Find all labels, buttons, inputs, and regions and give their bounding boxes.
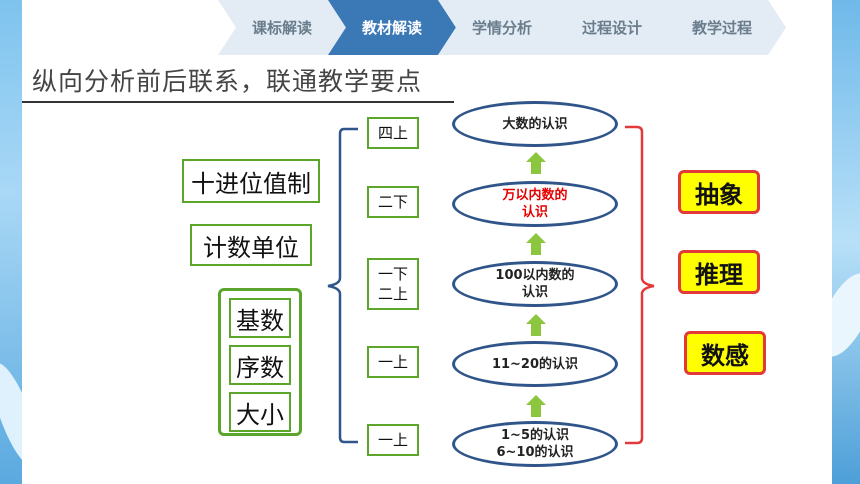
- grade-box-g1-first-a: 一上: [367, 346, 419, 378]
- up-arrow-icon: [526, 314, 546, 336]
- grade-label: 一上: [377, 431, 408, 449]
- grade-label: 二上: [377, 285, 408, 303]
- grade-box-g2-second: 二下: [367, 186, 419, 218]
- counting-unit-box: 计数单位: [190, 224, 312, 266]
- left-decorative-border: [0, 0, 22, 484]
- cardinal-box: 基数: [229, 298, 291, 338]
- size-box: 大小: [229, 392, 291, 432]
- stage-label: 大数的认识: [502, 116, 568, 132]
- grade-label: 一上: [377, 353, 408, 371]
- grade-label: 一下: [377, 265, 408, 283]
- up-arrow-icon: [526, 152, 546, 174]
- title-underline: [22, 101, 454, 103]
- tab-textbook-analysis[interactable]: 教材解读: [328, 0, 456, 55]
- number-meaning-group: [218, 288, 302, 436]
- competency-abstraction: 抽象: [678, 170, 760, 214]
- slide-canvas: 课标解读 教材解读 学情分析 过程设计 教学过程 纵向分析前后联系，联通教学要点…: [22, 0, 832, 484]
- stage-label: 认识: [521, 205, 548, 220]
- stage-label: 1~5的认识: [501, 428, 569, 443]
- decimal-system-box: 十进位值制: [182, 159, 320, 203]
- stage-label: 6~10的认识: [496, 445, 574, 460]
- stage-label: 100以内数的: [495, 268, 575, 283]
- tab-process-design[interactable]: 过程设计: [548, 0, 676, 55]
- ordinal-box: 序数: [229, 345, 291, 385]
- stage-label: 11~20的认识: [491, 356, 579, 372]
- grade-label: 四上: [377, 124, 408, 142]
- up-arrow-icon: [526, 233, 546, 255]
- competency-number-sense: 数感: [684, 331, 766, 375]
- stage-label: 万以内数的: [502, 188, 568, 203]
- competency-bracket-right: [625, 125, 655, 445]
- diagram-connectors: [327, 125, 655, 445]
- stage-label: 认识: [521, 285, 548, 300]
- slide-title: 纵向分析前后联系，联通教学要点: [32, 67, 423, 96]
- grade-label: 二下: [377, 193, 408, 211]
- competency-reasoning: 推理: [678, 250, 760, 294]
- grade-bracket-left: [327, 127, 358, 444]
- tab-curriculum-standard[interactable]: 课标解读: [218, 0, 346, 55]
- tab-student-analysis[interactable]: 学情分析: [438, 0, 566, 55]
- right-decorative-border: [832, 0, 860, 484]
- progression-arrows: [526, 152, 546, 417]
- tab-teaching-process[interactable]: 教学过程: [658, 0, 786, 55]
- stage-11-to-20: 11~20的认识: [452, 341, 618, 387]
- grade-box-g4-first: 四上: [367, 117, 419, 149]
- up-arrow-icon: [526, 395, 546, 417]
- grade-box-g1-second-g2-first: 一下 二上: [367, 258, 419, 310]
- stage-within-100: 100以内数的 认识: [452, 261, 618, 307]
- stage-within-10000: 万以内数的 认识: [452, 181, 618, 227]
- grade-box-g1-first-b: 一上: [367, 424, 419, 456]
- stage-large-numbers: 大数的认识: [452, 101, 618, 147]
- stage-1-to-10: 1~5的认识 6~10的认识: [452, 421, 618, 467]
